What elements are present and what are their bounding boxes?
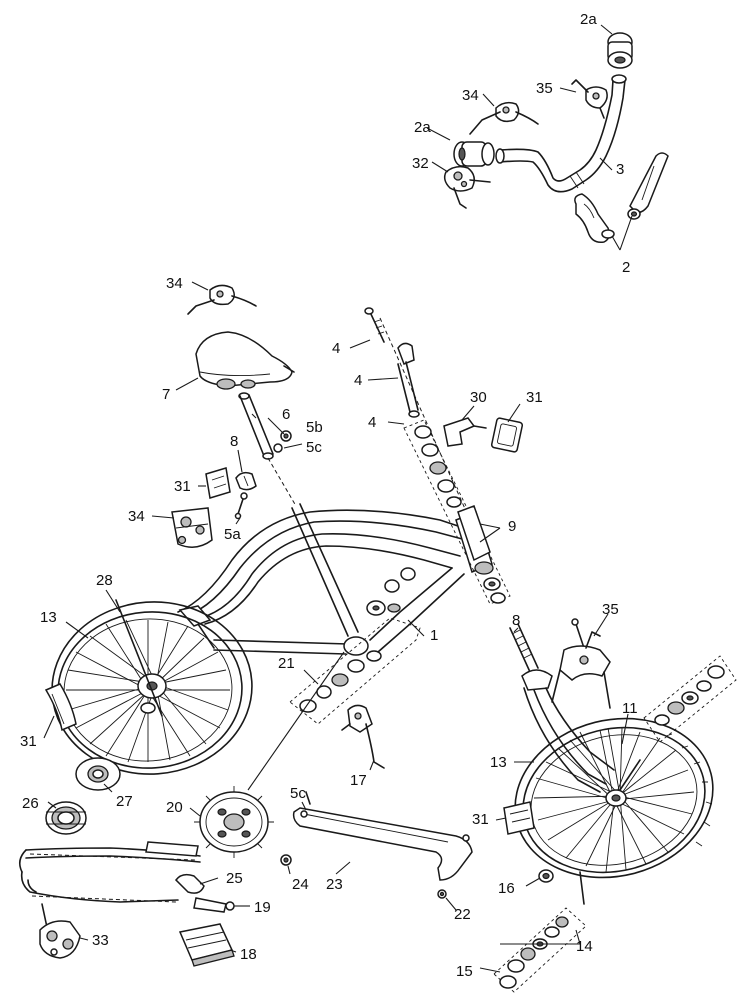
freewheel-26 (45, 801, 87, 835)
label-13-left: 13 (40, 609, 57, 626)
front-wheel-spokes (533, 727, 695, 873)
brake-lever-34-seat (187, 284, 257, 315)
stem (397, 342, 420, 418)
headset-stack-panel (403, 419, 511, 605)
callout-labels: 2a 34 35 2a 32 3 2 34 4 4 7 6 4 30 31 5b… (20, 11, 638, 980)
label-6: 6 (282, 406, 290, 423)
hub-cone-16 (538, 869, 554, 883)
handlebar (495, 74, 627, 193)
brake-lever-34-top (469, 101, 539, 135)
label-5a: 5a (224, 526, 241, 543)
seat-clamp-8 (235, 471, 257, 491)
pedal-33 (39, 903, 81, 959)
master-link-25 (145, 841, 205, 894)
reflector-31-right (503, 801, 535, 835)
reflector-31-top (490, 417, 524, 453)
label-8-left: 8 (230, 433, 238, 450)
grip-2a-mid (453, 141, 495, 167)
label-1: 1 (430, 627, 438, 644)
derailleur-17 (341, 704, 385, 769)
label-24: 24 (292, 876, 309, 893)
label-34-seat: 34 (166, 275, 183, 292)
drivetrain (18, 651, 345, 913)
label-18: 18 (240, 946, 257, 963)
label-7: 7 (162, 386, 170, 403)
chainring-20 (194, 786, 274, 858)
label-20: 20 (166, 799, 183, 816)
label-35-right: 35 (602, 601, 619, 618)
label-5b: 5b (306, 419, 323, 436)
crank-19 (193, 897, 235, 913)
label-28: 28 (96, 572, 113, 589)
label-25: 25 (226, 870, 243, 887)
label-5c-bottom: 5c (290, 785, 306, 802)
label-21: 21 (278, 655, 295, 672)
front-hub-panel (619, 655, 737, 791)
label-3: 3 (616, 161, 624, 178)
label-35-top: 35 (536, 80, 553, 97)
seat-assembly (171, 284, 295, 548)
reflector-31-bottom-left (44, 683, 77, 732)
shifter-35-top (571, 79, 608, 119)
chainguard-23 (280, 791, 473, 899)
seat-clamp-nuts (273, 430, 292, 453)
grip-2a-top (607, 32, 633, 69)
label-2: 2 (622, 259, 630, 276)
label-4-b: 4 (354, 372, 362, 389)
pedal-18 (178, 923, 235, 967)
front-wheel (514, 717, 714, 879)
front-axle-panel (493, 871, 587, 993)
label-26: 26 (22, 795, 39, 812)
label-31-top: 31 (526, 389, 543, 406)
label-31-bottom-left: 31 (20, 733, 37, 750)
label-4-c: 4 (368, 414, 376, 431)
caliper-brake-34-left (171, 507, 213, 548)
handlebar-assembly (443, 32, 669, 244)
label-17: 17 (350, 772, 367, 789)
label-22: 22 (454, 906, 471, 923)
label-32: 32 (412, 155, 429, 172)
seat (195, 331, 295, 390)
label-14: 14 (576, 938, 593, 955)
label-4-a: 4 (332, 340, 340, 357)
caliper-brake-35-right (551, 618, 611, 709)
label-11: 11 (622, 700, 638, 717)
label-27: 27 (116, 793, 133, 810)
label-34-left: 34 (128, 508, 145, 525)
rear-wheel (51, 599, 253, 775)
stem-bolt (364, 307, 385, 343)
rear-wheel-spokes (66, 619, 230, 763)
label-19: 19 (254, 899, 271, 916)
label-16: 16 (498, 880, 515, 897)
dust-cap-27 (75, 757, 121, 791)
reflector-bracket-30 (443, 417, 487, 447)
label-9: 9 (508, 518, 516, 535)
label-31-right: 31 (472, 811, 489, 828)
headset-assembly (364, 307, 524, 605)
brake-lever-32 (443, 165, 491, 209)
label-34-top: 34 (462, 87, 479, 104)
label-23: 23 (326, 876, 343, 893)
chain (18, 847, 201, 903)
bolt-5a (234, 492, 248, 520)
label-30: 30 (470, 389, 487, 406)
grip-2 (574, 152, 669, 244)
label-2a-top: 2a (580, 11, 597, 28)
label-33: 33 (92, 932, 109, 949)
label-13-right: 13 (490, 754, 507, 771)
label-5c-top: 5c (306, 439, 322, 456)
label-15: 15 (456, 963, 473, 980)
label-2a-mid: 2a (414, 119, 431, 136)
leader-lines (43, 24, 633, 973)
seat-post (238, 392, 274, 460)
reflector-31-left (205, 467, 231, 499)
label-8-right: 8 (512, 612, 520, 629)
label-31-left: 31 (174, 478, 191, 495)
bottom-bracket-panel (289, 567, 421, 725)
